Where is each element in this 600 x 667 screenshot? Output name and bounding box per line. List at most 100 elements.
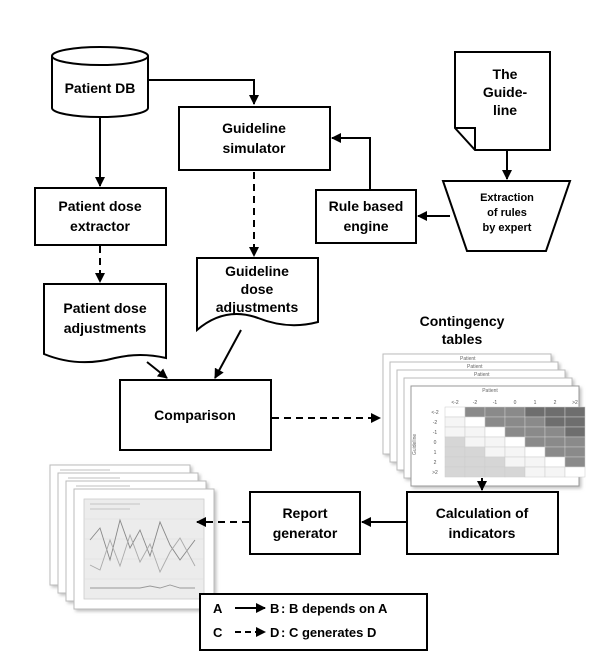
calculation-label: Calculation of indicators [436, 505, 529, 541]
table-cell [564, 456, 586, 468]
label-line: Report [282, 505, 327, 521]
edges [95, 79, 512, 527]
front-sheet-side: Guideline [412, 434, 418, 455]
label-line: Rule based [329, 198, 404, 214]
guideline-simulator-label: Guideline simulator [222, 120, 286, 156]
legend-dashed-to: D [270, 625, 279, 640]
table-cell [504, 436, 526, 448]
edge-pda-to-comparison [146, 361, 168, 379]
col-label: <-2 [451, 400, 459, 406]
patient-db-label: Patient DB [65, 80, 136, 96]
row-label: -1 [433, 430, 438, 436]
calculation-node: Calculation of indicators [406, 491, 559, 555]
extraction-node: Extraction of rules by expert [441, 180, 572, 252]
table-cell [544, 446, 566, 458]
label-line: generator [273, 525, 338, 541]
table-cell [504, 446, 526, 458]
label-line: Guide- [483, 84, 528, 100]
col-label: 1 [534, 400, 537, 406]
row-label: -2 [433, 420, 438, 426]
table-cell [464, 416, 486, 428]
patient-dose-extractor-node: Patient dose extractor [34, 187, 167, 246]
label-line: engine [343, 218, 388, 234]
comparison-node: Comparison [119, 379, 272, 451]
label-line: Patient dose [63, 300, 146, 316]
contingency-tables-image: Patient Patient Patient Patient Guidelin… [382, 353, 586, 487]
patient-db-node: Patient DB [51, 46, 149, 118]
label-line: Guideline [222, 120, 286, 136]
edge-gda-to-comparison [214, 329, 242, 379]
label-line: Extraction [480, 192, 534, 204]
label-line: extractor [70, 218, 130, 234]
table-cell [444, 446, 466, 458]
table-cell [504, 406, 526, 418]
table-cell [524, 466, 546, 478]
label-line: dose [241, 281, 274, 297]
sheet-header-2: Patient [467, 364, 483, 370]
label-line: Patient DB [65, 80, 136, 96]
table-cell [464, 446, 486, 458]
table-cell [464, 466, 486, 478]
label-line: simulator [222, 140, 286, 156]
label-line: by expert [483, 222, 532, 234]
table-cell [564, 436, 586, 448]
col-label: -2 [473, 400, 478, 406]
label-line: indicators [449, 525, 516, 541]
comparison-label: Comparison [154, 407, 236, 423]
table-cell [464, 436, 486, 448]
label-line: Calculation of [436, 505, 529, 521]
table-cell [504, 416, 526, 428]
label-line: of rules [487, 207, 527, 219]
contingency-tables-label: Contingency tables [420, 313, 505, 347]
rule-engine-node: Rule based engine [315, 189, 417, 244]
table-cell [544, 416, 566, 428]
patient-dose-adjustments-node: Patient dose adjustments [43, 283, 167, 364]
legend-dashed-text: : C generates D [281, 625, 376, 640]
label-line: line [493, 102, 517, 118]
table-cell [484, 466, 506, 478]
table-cell [444, 456, 466, 468]
table-cell [444, 436, 466, 448]
label-line: tables [442, 331, 483, 347]
table-cell [504, 466, 526, 478]
table-cell [564, 416, 586, 428]
edge-engine-to-simulator [331, 133, 371, 190]
table-cell [484, 426, 506, 438]
table-cell [524, 456, 546, 468]
table-cell [464, 406, 486, 418]
legend: A B : B depends on A C D : C generates D [199, 593, 428, 651]
col-label: -1 [493, 400, 498, 406]
table-cell [544, 436, 566, 448]
sheet-header-3: Patient [474, 372, 490, 378]
table-cell [564, 466, 586, 478]
legend-solid-text: : B depends on A [281, 601, 388, 616]
label-line: The [493, 66, 518, 82]
row-label: 1 [434, 450, 437, 456]
label-line: Contingency [420, 313, 505, 329]
table-cell [464, 456, 486, 468]
row-label: <-2 [431, 410, 439, 416]
table-cell [464, 426, 486, 438]
table-cell [484, 436, 506, 448]
row-label: >2 [432, 470, 438, 476]
table-cell [444, 466, 466, 478]
table-cell [504, 456, 526, 468]
label-line: Guideline [225, 263, 289, 279]
report-generator-node: Report generator [249, 491, 361, 555]
table-cell [524, 436, 546, 448]
report-generator-label: Report generator [273, 505, 338, 541]
label-line: Comparison [154, 407, 236, 423]
table-cell [544, 456, 566, 468]
label-line: Patient dose [58, 198, 141, 214]
table-cell [544, 466, 566, 478]
rule-engine-label: Rule based engine [329, 198, 404, 234]
table-cell [524, 426, 546, 438]
label-line: adjustments [64, 320, 147, 336]
table-cell [564, 426, 586, 438]
table-cell [544, 426, 566, 438]
table-cell [524, 446, 546, 458]
patient-dose-adjustments-label: Patient dose adjustments [63, 300, 146, 336]
